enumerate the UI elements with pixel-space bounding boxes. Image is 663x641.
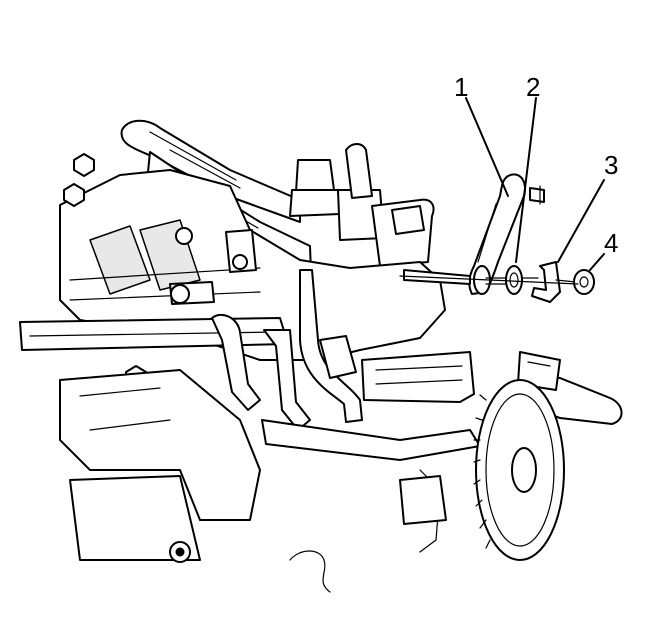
engine-assembly: [19, 119, 623, 593]
leader-lines: [465, 97, 605, 271]
callout-4: 4: [604, 228, 618, 258]
callout-1: 1: [454, 72, 468, 102]
callout-2: 2: [526, 72, 540, 102]
stud-bolt: [403, 185, 545, 285]
callout-3: 3: [604, 150, 618, 180]
nut-part: [573, 269, 595, 295]
washer-part: [485, 265, 539, 295]
